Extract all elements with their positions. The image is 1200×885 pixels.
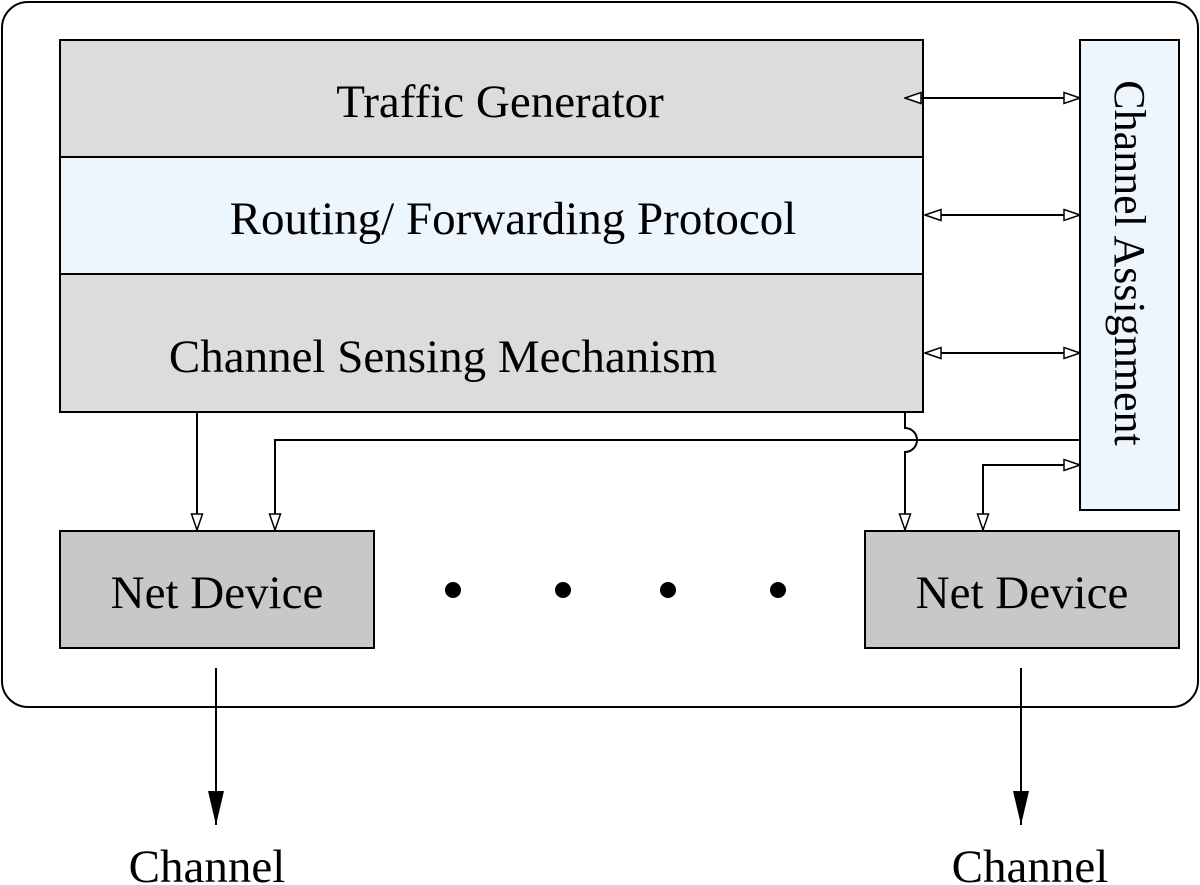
stack-to-right-device-arrow xyxy=(905,412,918,530)
channel-assignment-module: Channel Assignment xyxy=(1079,39,1180,511)
ellipsis-dot xyxy=(555,582,571,598)
net-device-left-box xyxy=(59,530,375,649)
right-channel-label: Channel xyxy=(952,841,1109,885)
net-device-right-label: Net Device xyxy=(916,567,1129,619)
channel-outputs xyxy=(208,668,1029,825)
layer-to-assignment-links xyxy=(905,98,1080,353)
channel-sensing-box xyxy=(59,273,924,413)
assignment-to-right-device-arrow xyxy=(983,465,1080,530)
left-channel-label: Channel xyxy=(129,841,286,885)
channel-assignment-box xyxy=(1079,39,1180,511)
channel-sensing-label: Channel Sensing Mechanism xyxy=(169,331,717,383)
traffic-generator-box xyxy=(59,39,924,158)
ellipsis-dot xyxy=(660,582,676,598)
net-device-left: Net Device xyxy=(59,530,375,649)
traffic-generator-label: Traffic Generator xyxy=(336,76,664,128)
net-device-left-label: Net Device xyxy=(111,567,324,619)
routing-forwarding-label: Routing/ Forwarding Protocol xyxy=(230,193,797,245)
layer-stack: Traffic Generator Routing/ Forwarding Pr… xyxy=(59,39,924,413)
net-device-right-box xyxy=(864,530,1180,649)
routing-forwarding-box xyxy=(59,156,924,275)
device-connections xyxy=(197,412,1080,530)
device-ellipsis xyxy=(445,582,786,598)
ellipsis-dot xyxy=(770,582,786,598)
ellipsis-dot xyxy=(445,582,461,598)
channel-assignment-label: Channel Assignment xyxy=(1105,80,1154,445)
net-device-right: Net Device xyxy=(864,530,1180,649)
assignment-to-left-device-arrow xyxy=(275,439,1080,530)
